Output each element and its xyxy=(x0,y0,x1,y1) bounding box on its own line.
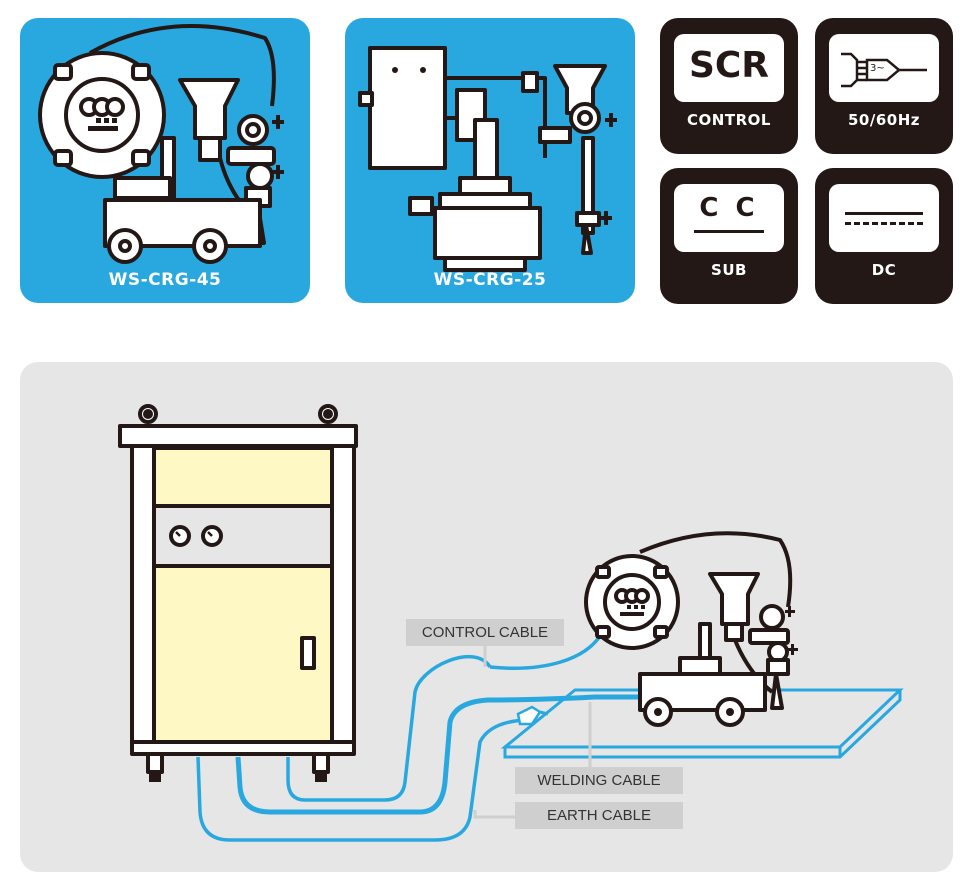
welding-cable-label: WELDING CABLE xyxy=(515,767,683,794)
model-name-label: WS-CRG-25 xyxy=(433,270,547,290)
model-card-ws-crg-25: WS-CRG-25 xyxy=(345,18,635,303)
workpiece-plate xyxy=(500,688,904,759)
plug-icon xyxy=(841,52,927,88)
cc-underline xyxy=(694,230,764,233)
dc-caption: DC xyxy=(871,261,897,279)
connection-diagram: CONTROL CABLE WELDING CABLE EARTH CABLE xyxy=(20,362,953,872)
model-name-label: WS-CRG-45 xyxy=(108,270,222,290)
dc-solid-line xyxy=(845,212,923,215)
column-welder-icon xyxy=(358,46,617,272)
feature-tile-scr: SCR CONTROL xyxy=(660,18,798,154)
earth-clamp xyxy=(516,705,542,726)
scr-badge xyxy=(674,34,784,102)
feature-tile-cc: C C SUB xyxy=(660,168,798,304)
feature-tile-frequency: 3~ 50/60Hz xyxy=(815,18,953,154)
feature-tile-dc: DC xyxy=(815,168,953,304)
cc-caption: SUB xyxy=(711,261,747,279)
dc-dashed-line xyxy=(845,222,923,225)
cc-text: C C xyxy=(699,193,759,223)
control-cable-label: CONTROL CABLE xyxy=(406,619,564,646)
welding-carriage xyxy=(584,531,793,727)
phase-symbol: 3~ xyxy=(870,63,885,74)
carriage-welder-icon xyxy=(38,24,284,264)
scr-caption: CONTROL xyxy=(687,111,771,129)
dc-badge xyxy=(829,184,939,252)
control-cable-line xyxy=(286,654,492,802)
model-card-ws-crg-45: WS-CRG-45 xyxy=(20,18,310,303)
frequency-caption: 50/60Hz xyxy=(847,111,920,129)
welding-cable-line xyxy=(235,694,680,815)
frequency-badge xyxy=(829,34,939,102)
power-source-cabinet xyxy=(118,404,358,774)
earth-cable-line xyxy=(196,718,526,842)
earth-cable-label: EARTH CABLE xyxy=(515,802,683,829)
cc-badge xyxy=(674,184,784,252)
scr-text: SCR xyxy=(688,45,770,86)
connection-drawing xyxy=(118,404,904,842)
